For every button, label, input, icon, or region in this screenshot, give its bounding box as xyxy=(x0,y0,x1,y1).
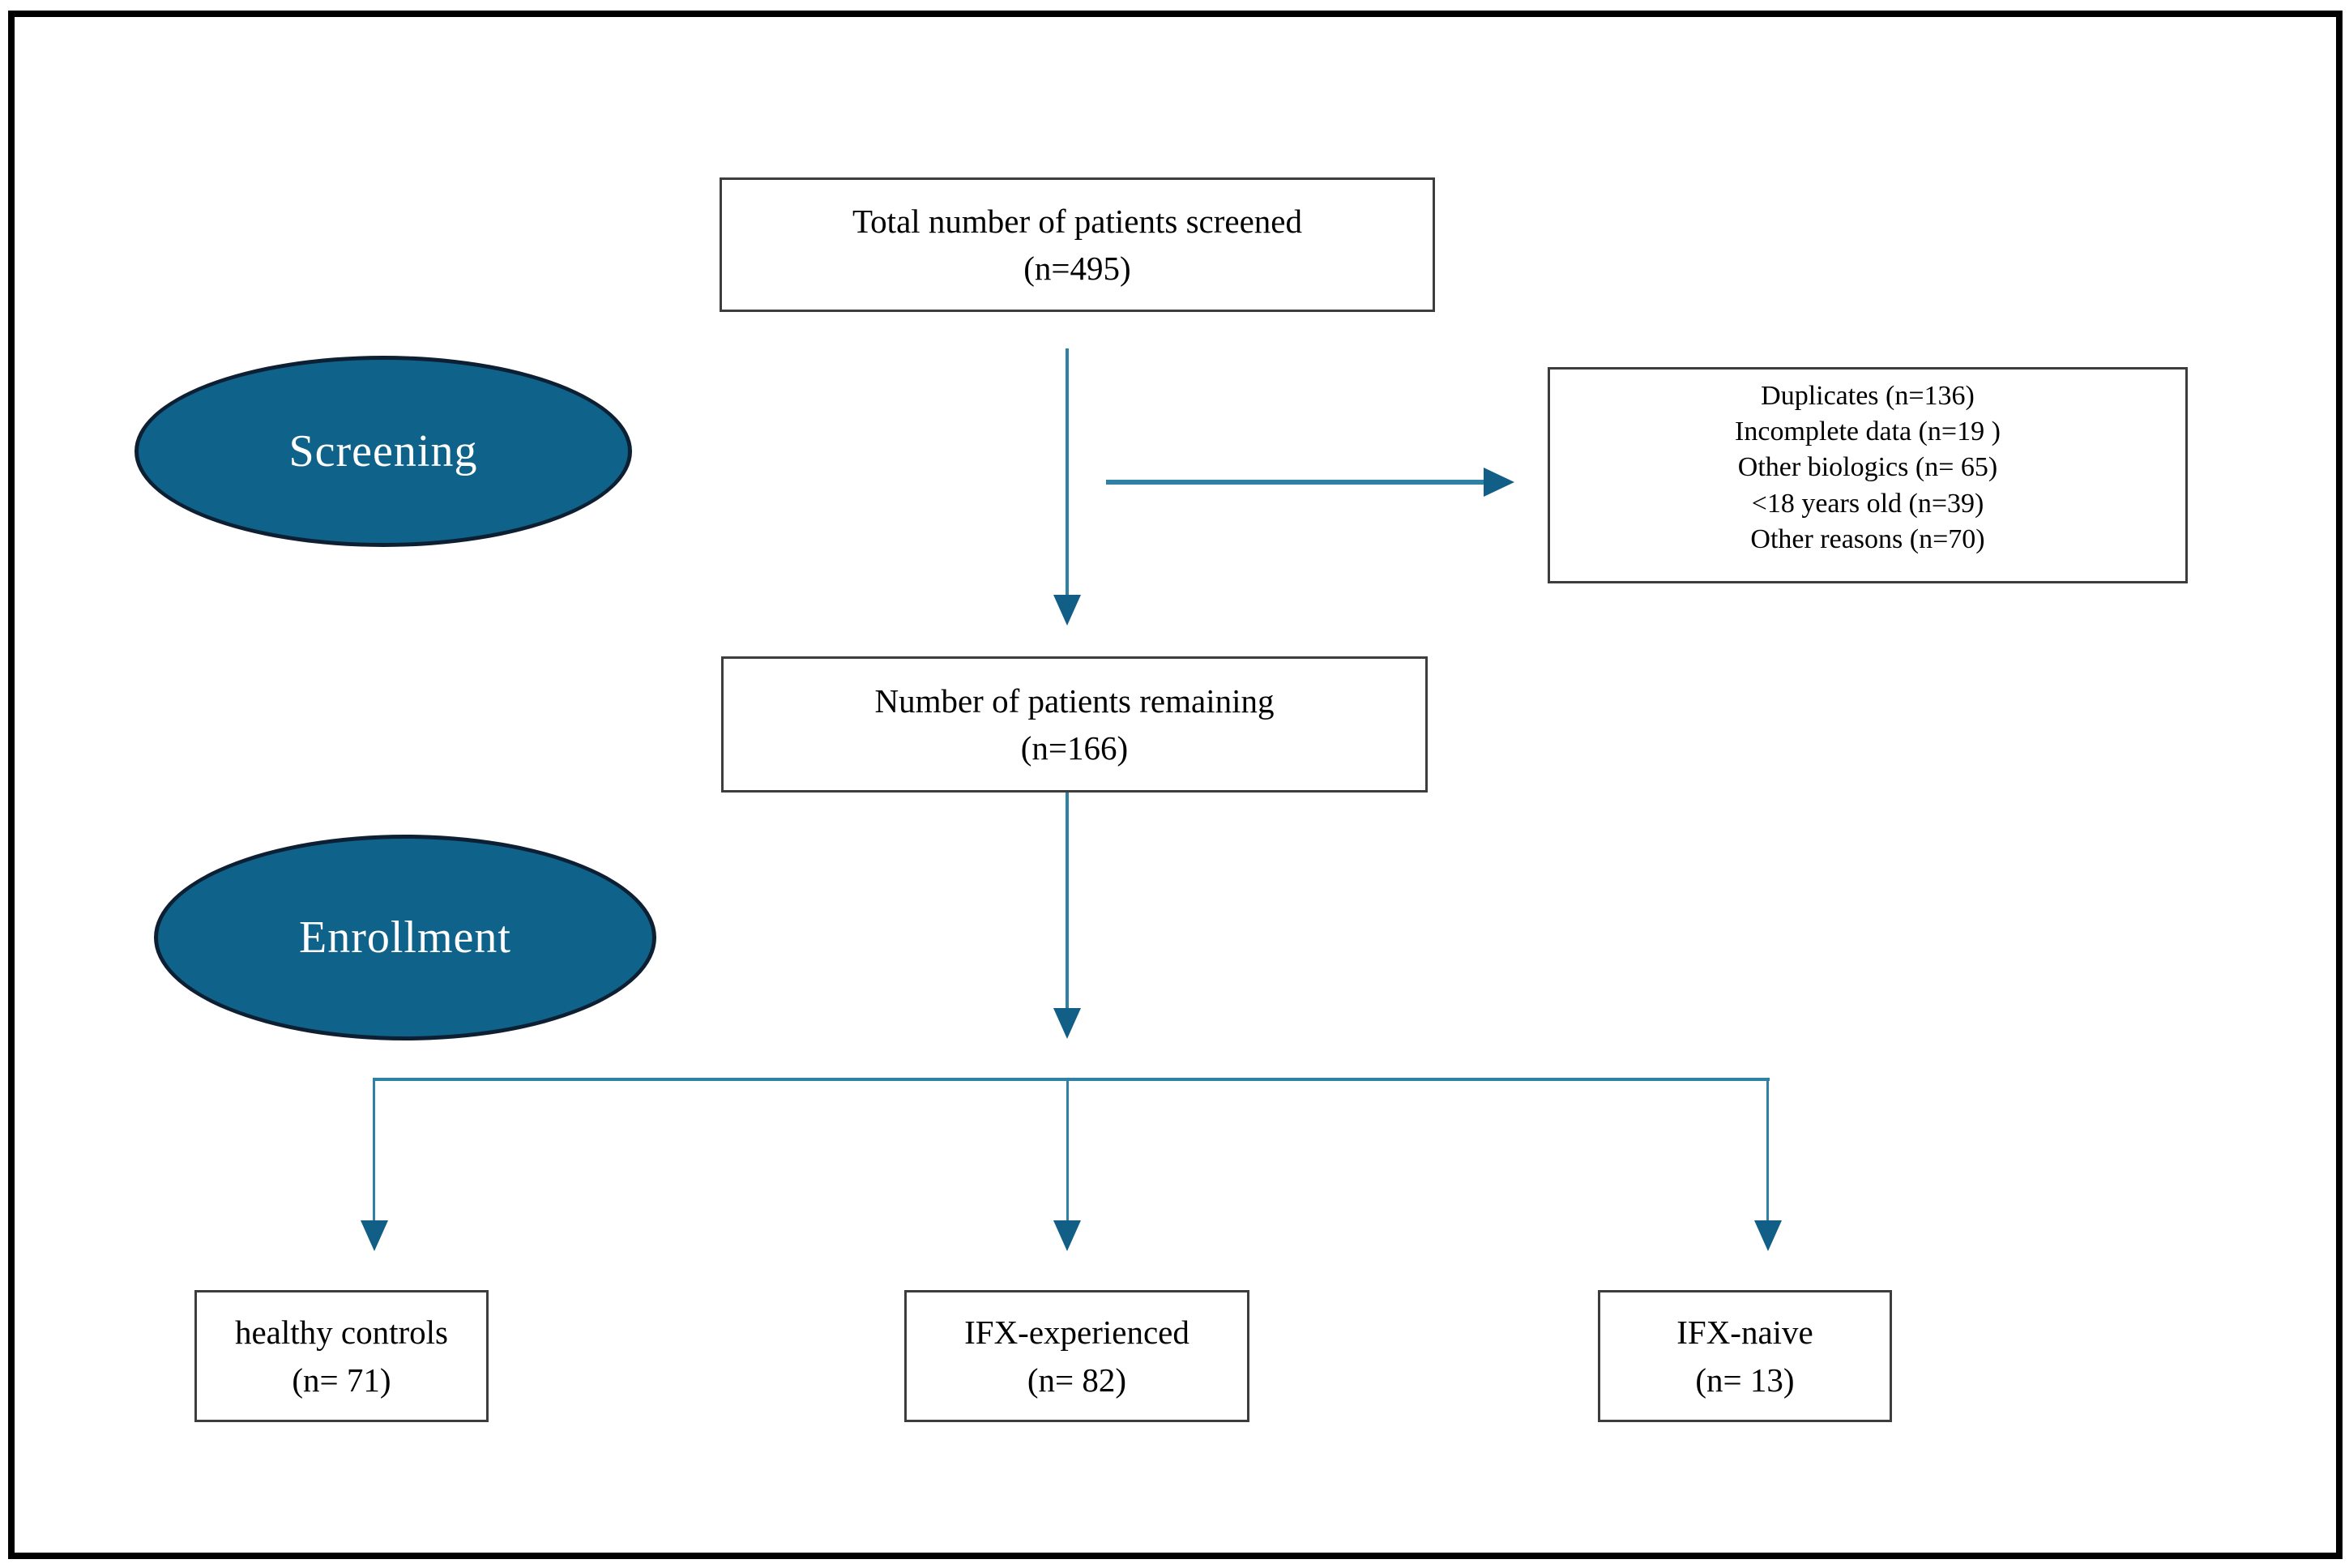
screened-count: (n=495) xyxy=(1023,250,1131,287)
remaining-count: (n=166) xyxy=(1020,729,1129,767)
ifx-experienced-line1: IFX-experienced xyxy=(964,1314,1189,1352)
exclusion-other-biologics: Other biologics (n= 65) xyxy=(1737,452,1998,483)
ifx-experienced-count: (n= 82) xyxy=(1027,1361,1127,1399)
arrow-shaft xyxy=(373,1078,375,1222)
healthy-controls-box: healthy controls (n= 71) xyxy=(194,1290,489,1422)
exclusion-other-reasons: Other reasons (n=70) xyxy=(1750,523,1985,554)
ifx-naive-count: (n= 13) xyxy=(1695,1361,1795,1399)
arrow-shaft xyxy=(1066,793,1069,1010)
arrow-down-icon xyxy=(1053,1220,1081,1251)
screening-stage-label: Screening xyxy=(288,426,478,476)
arrow-down-icon xyxy=(1053,595,1081,626)
arrow-down-icon xyxy=(1754,1220,1782,1251)
ifx-naive-line1: IFX-naive xyxy=(1676,1314,1813,1352)
arrow-shaft xyxy=(1066,348,1069,596)
arrow-right-icon xyxy=(1484,468,1514,497)
remaining-line1: Number of patients remaining xyxy=(874,681,1275,720)
arrow-down-icon xyxy=(361,1220,388,1251)
healthy-count: (n= 71) xyxy=(292,1361,391,1399)
arrow-shaft xyxy=(1066,1078,1069,1222)
arrow-down-icon xyxy=(1053,1008,1081,1039)
exclusion-incomplete: Incomplete data (n=19 ) xyxy=(1735,417,2001,447)
ifx-naive-box: IFX-naive (n= 13) xyxy=(1598,1290,1892,1422)
figure-outer-border xyxy=(8,11,2343,1559)
exclusion-under-18: <18 years old (n=39) xyxy=(1751,488,1984,519)
screening-stage-ellipse: Screening xyxy=(135,356,632,547)
screened-box: Total number of patients screened (n=495… xyxy=(720,177,1435,312)
enrollment-stage-ellipse: Enrollment xyxy=(154,835,656,1040)
exclusion-duplicates: Duplicates (n=136) xyxy=(1761,381,1975,412)
remaining-box: Number of patients remaining (n=166) xyxy=(721,656,1428,793)
ifx-experienced-box: IFX-experienced (n= 82) xyxy=(904,1290,1249,1422)
arrow-shaft xyxy=(1766,1078,1769,1222)
arrow-shaft xyxy=(1106,480,1484,485)
enrollment-stage-label: Enrollment xyxy=(299,912,511,963)
screened-line1: Total number of patients screened xyxy=(852,202,1302,240)
healthy-line1: healthy controls xyxy=(234,1314,449,1352)
exclusions-box: Duplicates (n=136) Incomplete data (n=19… xyxy=(1548,367,2188,583)
branch-connector-line xyxy=(374,1078,1770,1081)
